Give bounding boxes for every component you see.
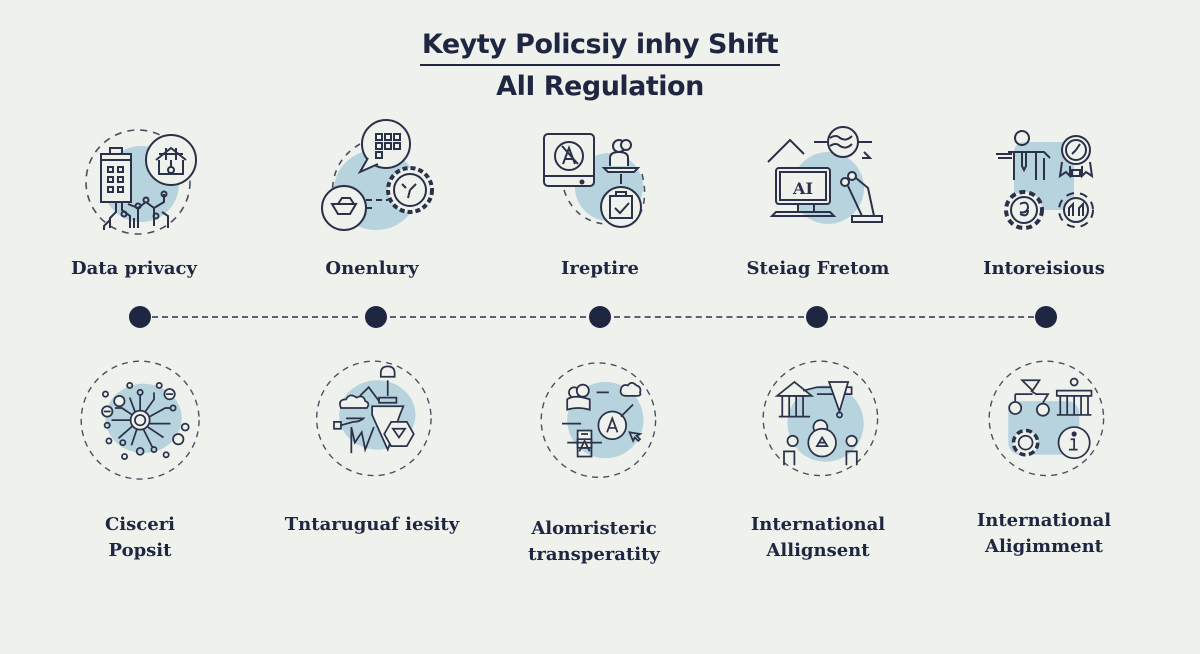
tablet-ai-user-checklist-icon bbox=[524, 112, 674, 242]
timeline bbox=[0, 305, 1200, 329]
title-line-1: Keyty Policsiy inhy Shift bbox=[419, 28, 781, 66]
chat-gear-clock-icon bbox=[298, 112, 448, 242]
bottom-label-4-line-1: International bbox=[976, 510, 1112, 531]
bottom-label-1-line-1: Tntaruguaf iesity bbox=[284, 514, 460, 535]
top-label-1: Onenlury bbox=[325, 258, 419, 279]
top-label-0: Data privacy bbox=[71, 258, 197, 279]
timeline-connector bbox=[830, 316, 1034, 318]
timeline-connector bbox=[152, 316, 358, 318]
bottom-label-4: International Aligimment bbox=[934, 508, 1154, 560]
bottom-label-2: Alomristeric transperatity bbox=[484, 516, 704, 568]
bottom-label-3-line-2: Allignsent bbox=[766, 540, 870, 561]
timeline-node-4 bbox=[1035, 306, 1057, 328]
building-circuit-shop-icon bbox=[66, 112, 216, 242]
top-label-2: Ireptire bbox=[560, 258, 640, 279]
svg-text:AI: AI bbox=[792, 179, 813, 198]
bottom-label-3-line-1: International bbox=[750, 514, 886, 535]
org-chart-bank-gear-info-icon bbox=[974, 356, 1124, 486]
timeline-node-1 bbox=[365, 306, 387, 328]
bottom-label-0-line-2: Popsit bbox=[108, 540, 172, 561]
timeline-connector bbox=[390, 316, 586, 318]
bottom-label-0-line-1: Cisceri bbox=[104, 514, 176, 535]
bank-people-network-icon bbox=[748, 356, 898, 486]
person-award-gears-icon bbox=[974, 112, 1124, 242]
people-letter-a-cursor-icon bbox=[526, 356, 676, 486]
timeline-node-2 bbox=[589, 306, 611, 328]
top-label-3: Steiag Fretom bbox=[746, 258, 890, 279]
cloud-hand-gem-icon bbox=[298, 356, 448, 486]
bottom-label-1: Tntaruguaf iesity bbox=[262, 512, 482, 538]
bottom-label-3: International Allignsent bbox=[708, 512, 928, 564]
neural-circuit-icon bbox=[66, 356, 216, 486]
timeline-node-3 bbox=[806, 306, 828, 328]
ai-monitor-globe-robot-arm-icon: AI bbox=[748, 112, 898, 242]
bottom-label-0: Cisceri Popsit bbox=[30, 512, 250, 564]
title-block: Keyty Policsiy inhy Shift AlI Regulation bbox=[0, 28, 1200, 104]
top-label-4: Intoreisious bbox=[983, 258, 1105, 279]
timeline-connector bbox=[614, 316, 804, 318]
bottom-label-2-line-1: Alomristeric bbox=[531, 518, 657, 539]
title-line-2: AlI Regulation bbox=[496, 71, 704, 102]
timeline-node-0 bbox=[129, 306, 151, 328]
bottom-label-2-line-2: transperatity bbox=[528, 544, 660, 565]
bottom-label-4-line-2: Aligimment bbox=[984, 536, 1103, 557]
